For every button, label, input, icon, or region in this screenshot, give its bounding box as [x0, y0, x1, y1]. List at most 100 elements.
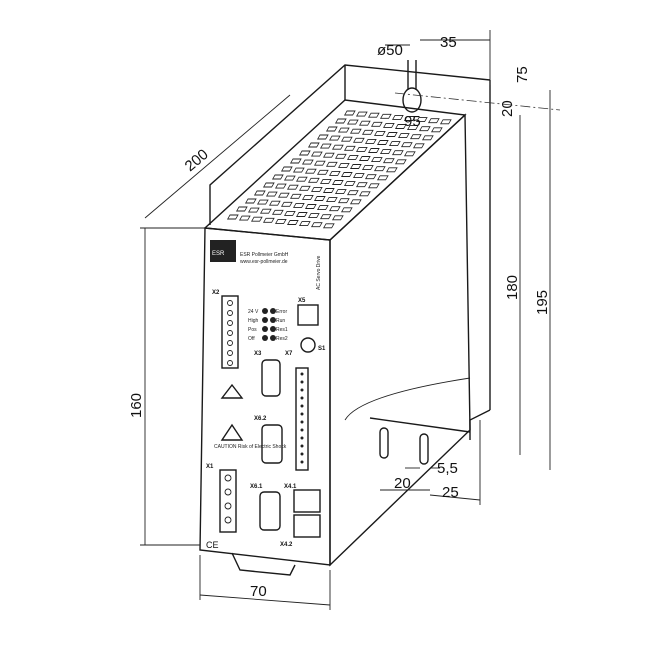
connector-x4-1	[293, 489, 321, 513]
vent-slot	[307, 213, 320, 219]
front-panel: ESR ESR Pollmeier GmbH www.esr-pollmeier…	[199, 227, 331, 576]
vent-slot	[328, 206, 341, 212]
pin	[300, 444, 304, 448]
vent-slot	[427, 118, 440, 124]
vent-slot	[310, 186, 323, 192]
label-x4-2: X4.2	[280, 542, 293, 548]
vent-slot	[343, 145, 356, 151]
vent-slot	[370, 157, 383, 163]
vent-slot	[340, 207, 353, 213]
esr-logo	[210, 240, 236, 262]
vent-slot	[316, 169, 329, 175]
vent-slot	[430, 127, 443, 133]
vent-slot	[304, 204, 317, 209]
vent-slot	[325, 197, 338, 203]
vent-slot	[421, 135, 434, 141]
vent-slot	[253, 190, 266, 196]
vent-slot	[403, 151, 416, 157]
led-label: Run	[276, 318, 285, 324]
vent-slot	[280, 201, 293, 207]
vent-slot	[259, 208, 272, 214]
vent-slot	[343, 181, 356, 187]
pin	[227, 330, 233, 336]
led-label: Res2	[276, 336, 288, 342]
led	[270, 317, 276, 323]
dim-bottom-slot-spacing: 20	[394, 475, 411, 492]
vent-slot	[331, 144, 344, 150]
company-website: www.esr-pollmeier.de	[240, 259, 288, 265]
vent-slot	[385, 132, 398, 137]
vent-slot	[265, 191, 278, 197]
vent-slot	[334, 189, 347, 195]
vent-slot	[388, 141, 401, 147]
ce-mark: CE	[206, 540, 219, 550]
vent-slot	[361, 165, 374, 171]
pin	[224, 474, 232, 482]
dim-bottom-slot-offset: 25	[442, 484, 459, 501]
vent-slot	[331, 215, 344, 221]
vent-slot	[373, 130, 386, 136]
vent-slot	[379, 149, 392, 155]
led-label: Res1	[276, 327, 288, 333]
vent-slot	[340, 172, 353, 177]
connector-x1	[219, 469, 237, 533]
pin	[227, 340, 233, 346]
vent-slot	[328, 170, 341, 176]
pin	[300, 388, 304, 392]
label-x1: X1	[206, 464, 214, 470]
vent-slot	[346, 119, 359, 125]
vent-slot	[262, 182, 275, 188]
vent-slot	[367, 183, 380, 189]
pin	[227, 310, 233, 316]
pin	[300, 404, 304, 408]
dim-height-front: 160	[128, 393, 145, 418]
vent-slot	[367, 148, 380, 153]
vent-slot	[268, 200, 281, 206]
caution-text: CAUTION Risk of Electric Shock	[214, 444, 287, 450]
label-x4-1: X4.1	[284, 484, 297, 490]
bottom-connector	[231, 552, 296, 576]
vent-slot	[319, 178, 332, 184]
vent-slot	[301, 194, 314, 200]
vent-slot	[283, 175, 296, 181]
pin	[227, 300, 233, 306]
vent-slot	[244, 198, 257, 204]
vent-slot	[298, 185, 311, 191]
vent-slot	[382, 122, 395, 128]
vent-slot	[301, 159, 314, 165]
vent-slot	[262, 217, 275, 223]
vent-slot	[352, 137, 365, 143]
pin	[227, 320, 233, 326]
vent-slot	[364, 174, 377, 180]
connector-x6-1	[259, 491, 281, 531]
vent-slot	[403, 116, 416, 121]
led	[270, 326, 276, 332]
vent-slot	[322, 188, 335, 193]
vent-slot	[358, 156, 371, 161]
label-x3: X3	[254, 351, 262, 357]
vent-slot	[334, 153, 347, 159]
vent-slot	[349, 128, 362, 134]
led	[262, 308, 268, 314]
vent-slot	[376, 175, 389, 181]
vent-slot	[310, 151, 323, 157]
dim-top-offset: 75	[514, 66, 531, 83]
vent-slot	[400, 142, 413, 148]
vent-slot	[391, 114, 404, 120]
vent-slot	[292, 167, 305, 173]
connector-x3	[261, 359, 281, 397]
vent-slot	[325, 126, 338, 132]
vent-slot	[337, 198, 350, 204]
vent-slot	[397, 133, 410, 139]
vent-slot	[316, 205, 329, 211]
vent-slot	[364, 138, 377, 144]
dim-slot-width: 95	[404, 113, 421, 130]
vent-slot	[394, 124, 407, 129]
vent-slot	[256, 199, 269, 205]
vent-slot	[295, 176, 308, 182]
vent-slot	[349, 199, 362, 205]
pin	[227, 360, 233, 366]
vent-slot	[226, 214, 239, 220]
product-name: AC Servo Drive	[316, 255, 322, 290]
vent-slot	[247, 207, 260, 213]
